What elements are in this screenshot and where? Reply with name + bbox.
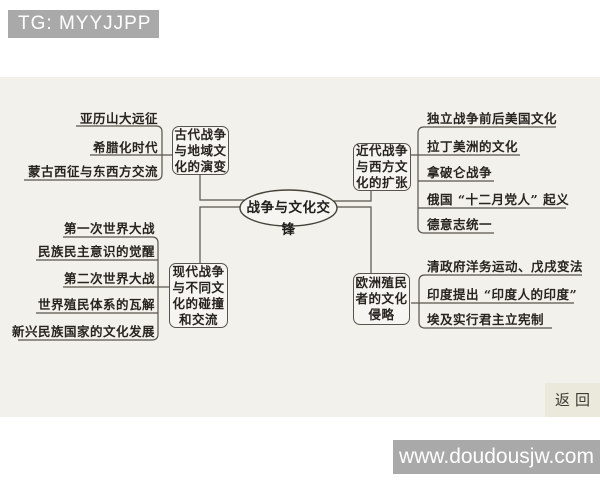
leaf-item: 世界殖民体系的瓦解 <box>37 297 155 312</box>
leaf-item: 德意志统一 <box>427 217 493 232</box>
branch-line: 与西方文 <box>355 159 408 174</box>
back-button[interactable]: 返回 <box>545 383 600 417</box>
watermark-site: www.doudousjw.com <box>393 440 600 474</box>
branch-line: 和交流 <box>178 311 218 327</box>
leaf-item: 拉丁美洲的文化 <box>427 139 519 154</box>
branch-line: 者的文化 <box>355 291 408 306</box>
leaf-item: 拿破仑战争 <box>427 165 493 180</box>
leaf-item: 埃及实行君主立宪制 <box>427 312 545 327</box>
leaf-item: 独立战争前后美国文化 <box>427 111 558 126</box>
branch-line: 古代战争 <box>174 126 227 142</box>
branch-box-ancient: 古代战争 与地域文 化的演变 <box>172 126 229 175</box>
leaf-item: 第一次世界大战 <box>63 221 155 236</box>
branch-box-early-modern: 近代战争 与西方文 化的扩张 <box>353 143 411 191</box>
leaf-item: 印度提出 “印度人的印度” <box>427 287 578 302</box>
leaf-item: 清政府洋务运动、戊戌变法 <box>427 259 584 274</box>
branch-line: 近代战争 <box>355 143 408 158</box>
leaf-item: 亚历山大远征 <box>79 111 158 126</box>
branch-line: 欧洲殖民 <box>355 275 408 290</box>
leaf-item: 俄国 “十二月党人” 起义 <box>427 192 570 207</box>
leaf-item: 希腊化时代 <box>92 140 158 155</box>
branch-box-modern: 现代战争 与不同文 化的碰撞 和交流 <box>169 263 228 328</box>
branch-line: 现代战争 <box>172 263 225 279</box>
branch-line: 化的演变 <box>174 158 227 174</box>
leaf-item: 新兴民族国家的文化发展 <box>12 324 156 339</box>
center-topic: 战争与文化交锋 <box>246 200 331 238</box>
branch-line: 侵略 <box>368 307 395 322</box>
watermark-telegram: TG: MYYJJPP <box>8 10 159 38</box>
branch-line: 与不同文 <box>172 279 225 295</box>
leaf-item: 民族民主意识的觉醒 <box>37 244 155 259</box>
branch-box-colonial: 欧洲殖民 者的文化 侵略 <box>353 273 410 325</box>
branch-line: 与地域文 <box>174 142 227 158</box>
branch-line: 化的扩张 <box>355 175 408 190</box>
branch-line: 化的碰撞 <box>172 295 225 311</box>
leaf-item: 第二次世界大战 <box>63 271 155 286</box>
leaf-item: 蒙古西征与东西方交流 <box>27 164 158 179</box>
